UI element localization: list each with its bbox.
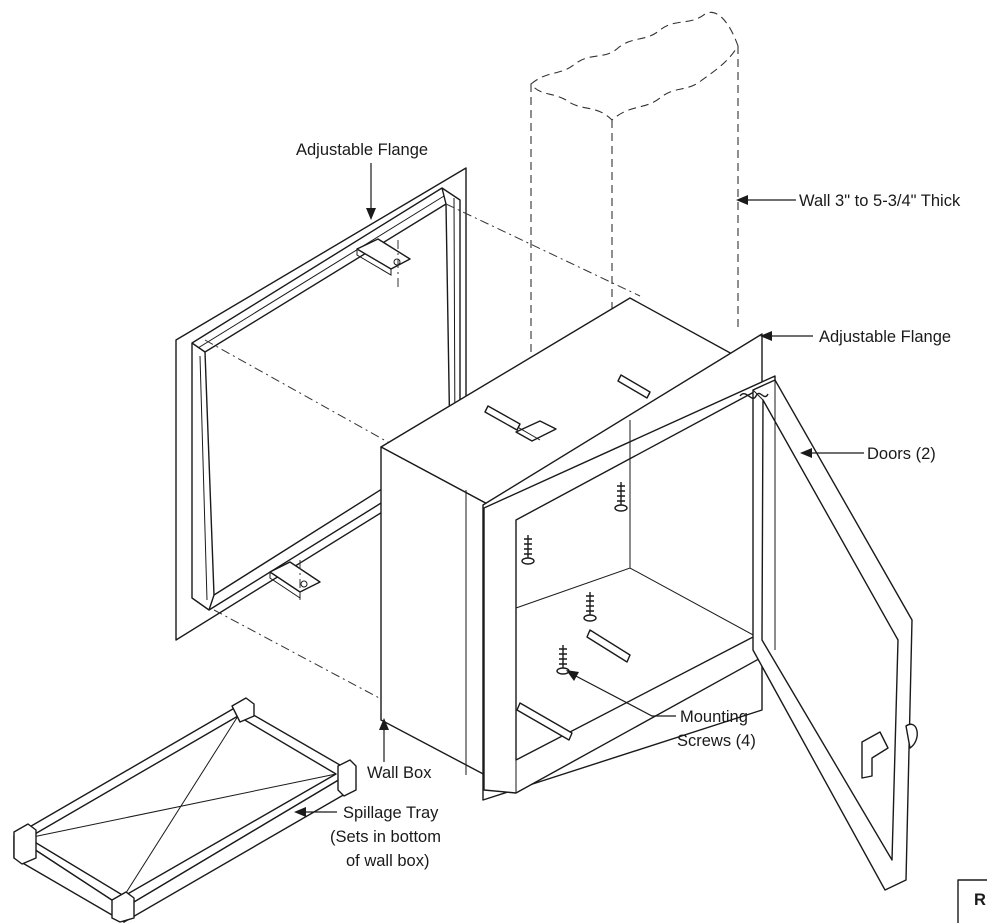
label-adjustable-flange-right: Adjustable Flange [819,328,951,346]
label-mounting-line2: Screws (4) [677,732,756,750]
screw-icon [583,592,597,622]
screw-icon [614,482,628,512]
screw-icon [556,645,570,675]
door [739,379,918,891]
label-doors: Doors (2) [867,445,936,463]
label-spillage-tray-line1: Spillage Tray [343,804,439,822]
label-wall-box: Wall Box [367,764,432,782]
screw-icon [521,535,535,565]
label-spillage-tray-line3: of wall box) [346,852,429,870]
wall-box [380,297,776,801]
spillage-tray [13,697,357,923]
label-wall-thickness: Wall 3" to 5-3/4" Thick [799,192,961,210]
label-adjustable-flange-left: Adjustable Flange [296,141,428,159]
corner-fragment-text: R [974,891,986,909]
leader-lines [294,163,864,817]
mounting-screws [484,374,651,741]
label-spillage-tray-line2: (Sets in bottom [330,828,441,846]
label-mounting-line1: Mounting [680,708,748,726]
corner-fragment: R [957,879,987,923]
